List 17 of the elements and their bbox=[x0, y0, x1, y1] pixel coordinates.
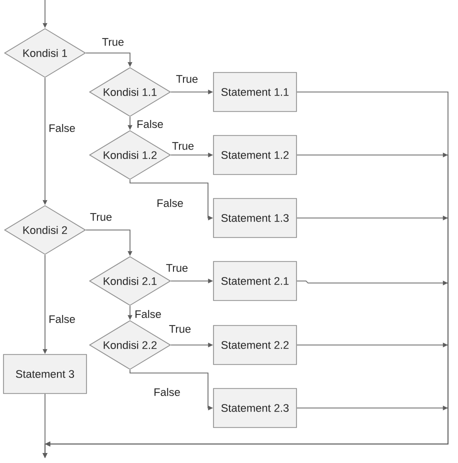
edge-label: False bbox=[48, 123, 76, 133]
edge-label: True bbox=[171, 142, 195, 150]
edge-label: False bbox=[48, 314, 76, 324]
process-box: Statement 2.3 bbox=[213, 388, 297, 428]
process-box: Statement 1.3 bbox=[213, 198, 297, 238]
edge-label: True bbox=[89, 212, 113, 222]
process-box: Statement 1.2 bbox=[213, 135, 297, 175]
process-box: Statement 2.1 bbox=[213, 261, 297, 301]
process-box: Statement 1.1 bbox=[213, 72, 297, 112]
edge-label: False bbox=[156, 198, 184, 208]
process-box: Statement 3 bbox=[3, 354, 87, 394]
edge-label: True bbox=[101, 38, 125, 46]
process-box: Statement 2.2 bbox=[213, 325, 297, 365]
edge-label: False bbox=[136, 119, 164, 129]
edge-label: False bbox=[134, 309, 162, 319]
edge-label: False bbox=[153, 387, 181, 397]
edge-label: True bbox=[175, 74, 199, 84]
